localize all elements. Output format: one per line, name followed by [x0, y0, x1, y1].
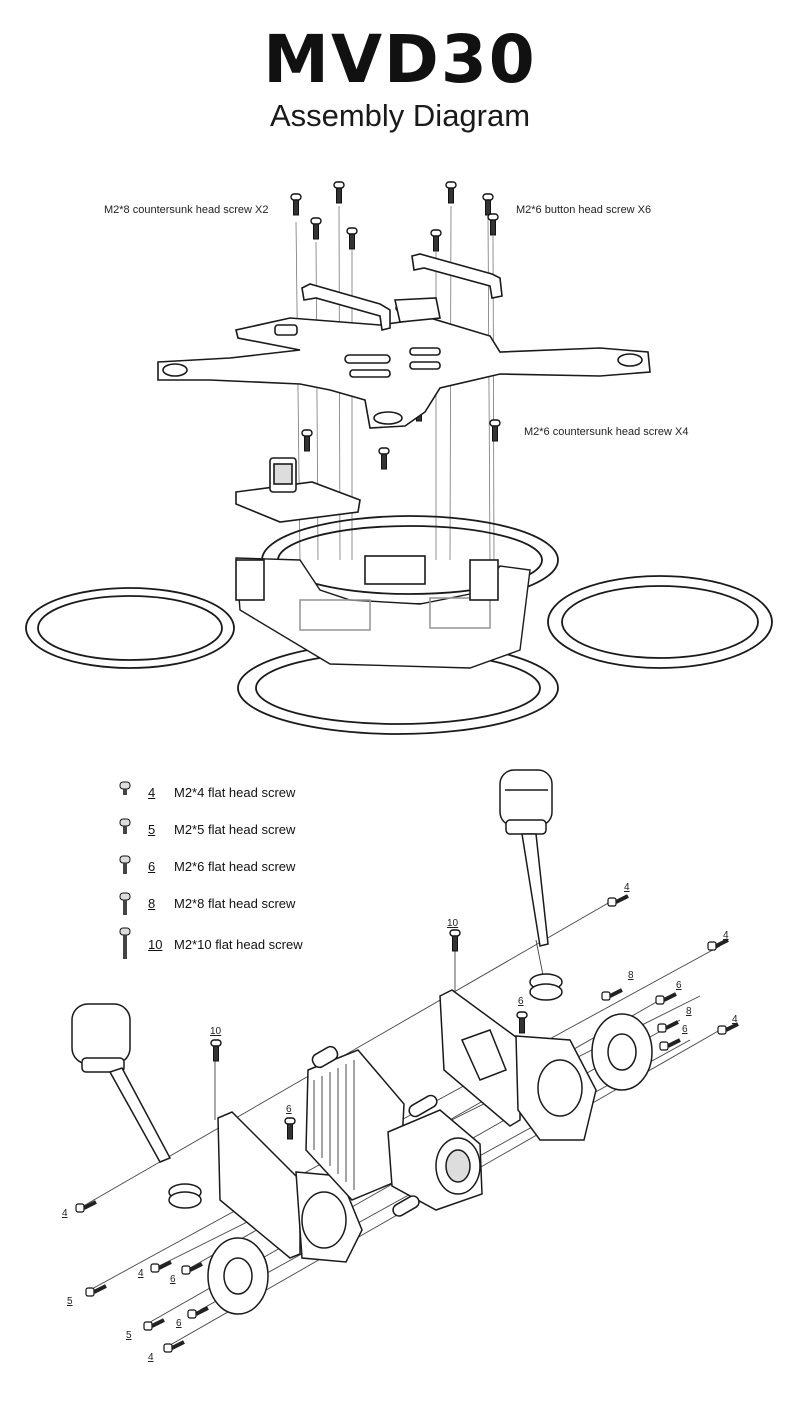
part-number: 5 [126, 1330, 132, 1341]
screw-icon [119, 927, 131, 959]
legend-item: 6 M2*6 flat head screw [118, 855, 378, 878]
part-number: 6 [518, 996, 524, 1007]
legend-label: M2*10 flat head screw [174, 937, 303, 952]
legend-num: 10 [148, 937, 163, 952]
legend-num: 6 [148, 859, 156, 874]
part-number: 4 [62, 1208, 68, 1219]
legend-item: 4 M2*4 flat head screw [118, 781, 378, 804]
part-number: 10 [447, 918, 459, 929]
legend-num: 8 [148, 896, 156, 911]
legend-num: 4 [148, 785, 156, 800]
part-number: 4 [138, 1268, 144, 1279]
part-number: 6 [676, 980, 682, 991]
part-number: 6 [682, 1024, 688, 1035]
page-subtitle: Assembly Diagram [269, 98, 531, 133]
page-title: MVD30 [263, 21, 537, 98]
legend-item: 10 M2*10 flat head screw [118, 927, 378, 959]
callout-countersunk-x4: M2*6 countersunk head screw X4 [524, 426, 689, 438]
part-number: 5 [67, 1296, 73, 1307]
part-number: 10 [210, 1026, 222, 1037]
legend-item: 5 M2*5 flat head screw [118, 818, 378, 841]
part-number: 8 [628, 970, 634, 981]
part-number: 4 [624, 882, 630, 893]
screw-icon [119, 781, 131, 795]
part-number: 6 [286, 1104, 292, 1115]
part-number: 6 [176, 1318, 182, 1329]
legend-label: M2*8 flat head screw [174, 896, 296, 911]
callout-button-head-x6: M2*6 button head screw X6 [516, 204, 652, 216]
legend-item: 8 M2*8 flat head screw [118, 892, 378, 915]
part-number: 4 [732, 1014, 738, 1025]
legend-label: M2*5 flat head screw [174, 822, 296, 837]
callout-countersunk-x2: M2*8 countersunk head screw X2 [104, 204, 269, 216]
part-number: 8 [686, 1006, 692, 1017]
legend-label: M2*4 flat head screw [174, 785, 296, 800]
legend-label: M2*6 flat head screw [174, 859, 296, 874]
part-number: 6 [170, 1274, 176, 1285]
bottom-camera-assembly [71, 769, 740, 1354]
screw-icon [119, 818, 131, 834]
top-frame-assembly [25, 181, 773, 735]
screw-icon [119, 892, 131, 915]
part-number: 4 [148, 1352, 154, 1363]
part-number: 4 [723, 930, 729, 941]
legend-num: 5 [148, 822, 156, 837]
screw-icon [119, 855, 131, 874]
